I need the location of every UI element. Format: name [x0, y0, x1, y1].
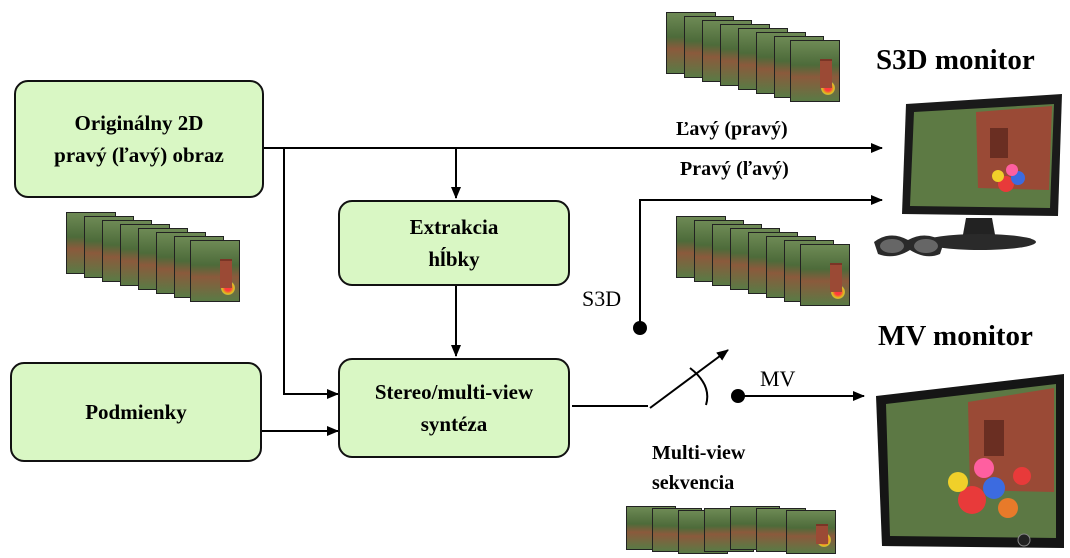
box-original-2d: Originálny 2D pravý (ľavý) obraz	[14, 80, 264, 198]
box-depth-extraction: Extrakcia hĺbky	[338, 200, 570, 286]
label-multiview-line1: Multi-view	[652, 442, 746, 464]
image-stack-icon	[676, 216, 850, 308]
wire-original-to-synthesis	[283, 148, 339, 399]
box-synthesis-line1: Stereo/multi-view	[374, 380, 534, 404]
switch-arc	[689, 367, 709, 406]
mv-monitor-title: MV monitor	[878, 320, 1033, 352]
label-multiview-line2: sekvencia	[652, 472, 735, 494]
label-mv-switch: MV	[760, 366, 796, 391]
box-synthesis: Stereo/multi-view syntéza	[338, 358, 570, 458]
box-original-line1: Originálny 2D	[74, 111, 204, 135]
3d-glasses-icon	[874, 235, 944, 257]
box-depth-line1: Extrakcia	[409, 215, 499, 239]
box-conditions-label: Podmienky	[85, 400, 187, 424]
label-s3d-switch: S3D	[582, 286, 622, 311]
s3d-monitor-icon	[902, 94, 1062, 250]
image-stack-icon	[66, 212, 240, 304]
label-right-view: Pravý (ľavý)	[680, 158, 789, 180]
mv-monitor-icon	[876, 374, 1064, 548]
wire-right-view	[639, 195, 883, 328]
box-synthesis-line2: syntéza	[420, 412, 488, 436]
box-original-line2: pravý (ľavý) obraz	[54, 143, 224, 167]
s3d-terminal	[633, 321, 647, 335]
s3d-monitor-title: S3D monitor	[876, 44, 1035, 76]
image-stack-icon	[626, 506, 846, 556]
box-conditions: Podmienky	[10, 362, 262, 462]
switch-blade	[649, 349, 729, 409]
label-multiview-seq: Multi-view sekvencia	[652, 438, 745, 498]
image-stack-icon	[666, 12, 840, 104]
label-left-view: Ľavý (pravý)	[676, 118, 788, 140]
box-depth-line2: hĺbky	[428, 247, 480, 271]
